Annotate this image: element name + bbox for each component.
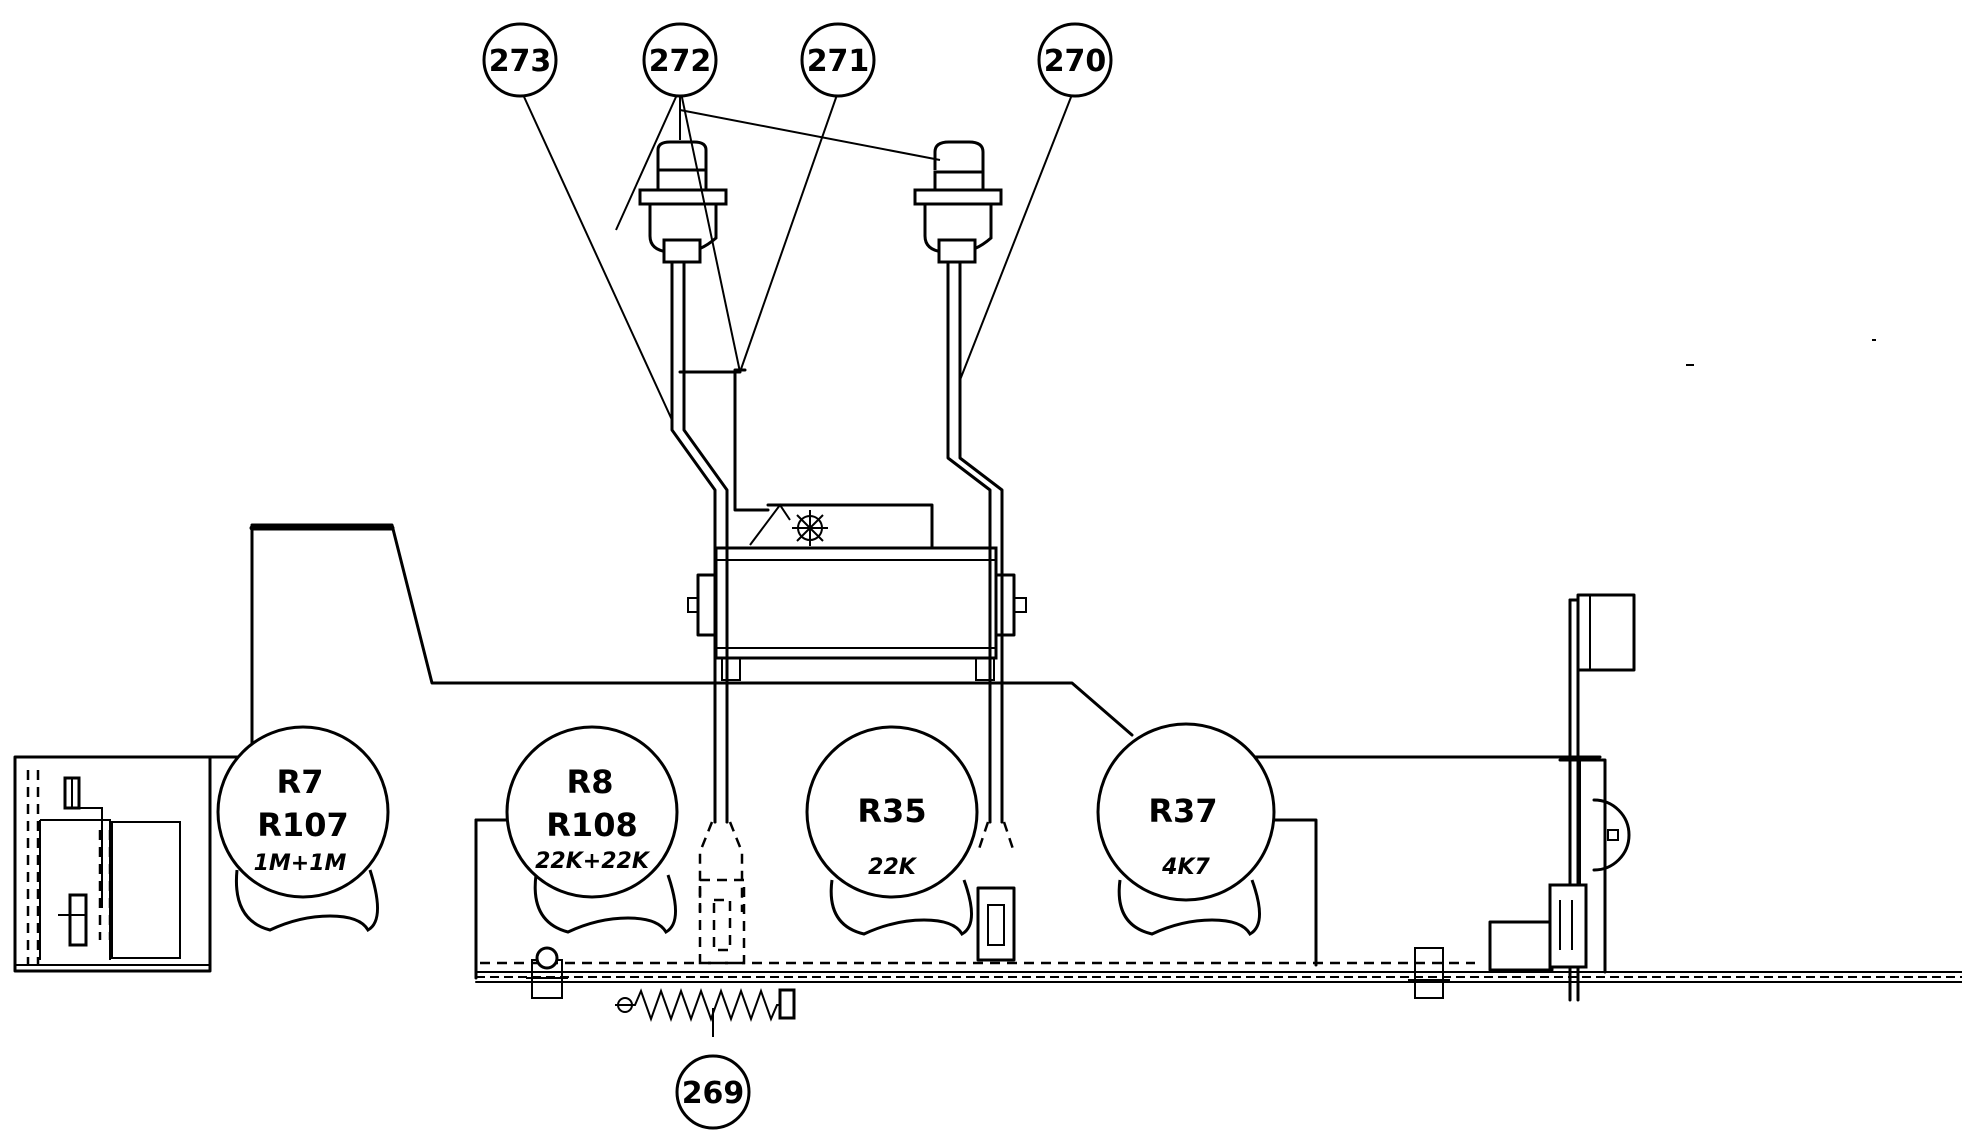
pot-r8-label: R8 [567, 763, 614, 801]
callout-269-label: 269 [682, 1076, 745, 1111]
callout-271: 271 [800, 22, 876, 98]
chassis [13, 523, 1962, 1002]
switch-mechanism [615, 140, 1027, 1022]
callout-273: 273 [482, 22, 558, 98]
pot-r35-label: R35 [857, 792, 926, 830]
potentiometer-r8: R8 R108 22K+22K [505, 725, 679, 935]
pot-r37-label: R37 [1148, 792, 1217, 830]
callout-273-label: 273 [489, 44, 552, 79]
pot-r7-label: R7 [277, 763, 324, 801]
pot-r7-label-2: R107 [257, 806, 348, 844]
callout-270-label: 270 [1044, 44, 1107, 79]
callout-272-label: 272 [649, 44, 712, 79]
callout-272: 272 [642, 22, 718, 98]
callout-269: 269 [675, 1054, 751, 1130]
potentiometer-r37: R37 4K7 [1096, 722, 1276, 937]
callout-270: 270 [1037, 22, 1113, 98]
potentiometer-r35: R35 22K [805, 725, 979, 937]
stray-marks [1686, 339, 1876, 366]
leader-lines [519, 87, 1074, 1037]
pot-r7-value: 1M+1M [254, 851, 347, 876]
spring [615, 988, 790, 1022]
potentiometer-r7: R7 R107 1M+1M [216, 725, 390, 933]
callout-271-label: 271 [807, 44, 870, 79]
pot-r37-value: 4K7 [1161, 855, 1210, 880]
pot-r8-value: 22K+22K [535, 849, 651, 874]
rods-foreground [713, 698, 1004, 824]
pot-r35-value: 22K [868, 855, 918, 880]
pot-r8-label-2: R108 [546, 806, 637, 844]
